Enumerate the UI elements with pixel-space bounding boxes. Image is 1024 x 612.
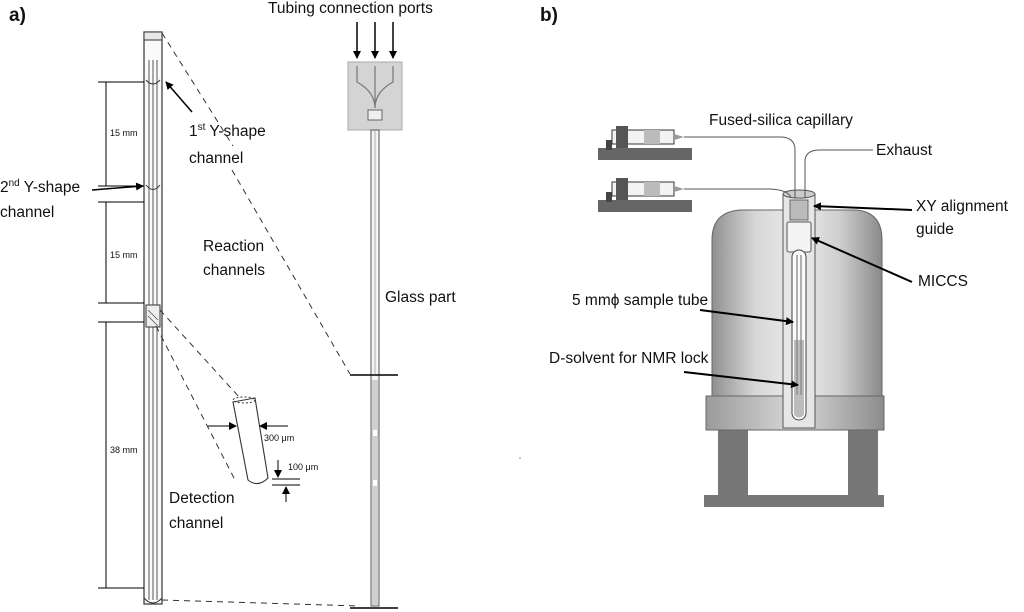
reaction-channels-label: Reaction [203, 238, 265, 255]
dimension-100um: 100 μm [288, 462, 319, 472]
panel-label-a: a) [9, 5, 26, 26]
dsolvent-label: D-solvent for NMR lock [549, 350, 709, 367]
dimension-15mm-top: 15 mm [110, 128, 138, 138]
xy-guide-label-line2: guide [916, 221, 954, 238]
probe-insert [782, 189, 816, 429]
detection-channel-detail [208, 396, 300, 502]
second-y-shape-label-line2: channel [0, 204, 55, 221]
reaction-channels-label-line2: channels [203, 262, 266, 279]
detection-channel-label-line2: channel [169, 515, 224, 532]
first-y-number: 1 [189, 123, 198, 140]
second-y-shape-label: 2nd Y-shape [0, 177, 81, 196]
second-y-text: Y-shape [19, 179, 81, 196]
panel-label-b: b) [540, 5, 558, 26]
syringe-pump-top [598, 126, 692, 160]
glass-part-label: Glass part [385, 289, 456, 306]
first-y-shape-label-line2: channel [189, 150, 244, 167]
tubing-ports-label: Tubing connection ports [268, 0, 433, 17]
syringe-pump-bottom [598, 178, 692, 212]
second-y-arrow [91, 182, 144, 191]
dimension-lines [98, 81, 144, 589]
second-y-number: 2 [0, 179, 9, 196]
first-y-text: Y-shape [205, 123, 266, 140]
capillary-lines [684, 136, 873, 199]
second-y-sup: nd [8, 177, 20, 189]
detection-channel-label: Detection [169, 490, 235, 507]
capillary-label: Fused-silica capillary [709, 112, 853, 129]
connector-block [347, 61, 403, 131]
first-y-shape-label: 1st Y-shape [189, 121, 266, 140]
sample-tube-label: 5 mmϕ sample tube [572, 292, 709, 309]
xy-guide-label: XY alignment [916, 198, 1008, 215]
dimension-15mm-mid: 15 mm [110, 250, 138, 260]
microchip-long-view [143, 31, 163, 605]
first-y-sup: st [197, 121, 206, 133]
dimension-300um: 300 μm [264, 433, 295, 443]
callout-arrows-b [683, 202, 913, 389]
tubing-port-arrows [353, 22, 397, 59]
miccs-label: MICCS [918, 273, 968, 290]
projection-dashes [155, 32, 361, 607]
dimension-38mm: 38 mm [110, 445, 138, 455]
glass-part [350, 129, 398, 609]
exhaust-label: Exhaust [876, 142, 933, 159]
first-y-arrow [165, 81, 193, 113]
